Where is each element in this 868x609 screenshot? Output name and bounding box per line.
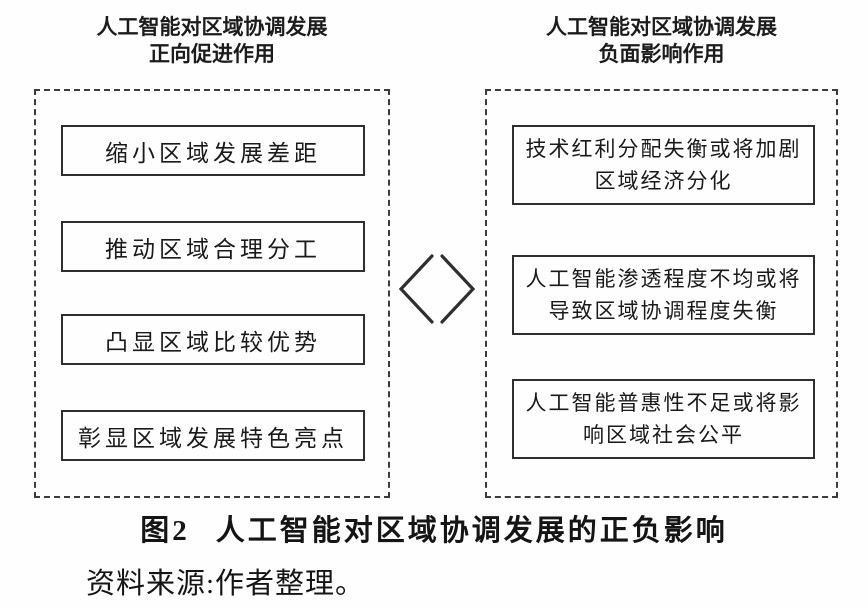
negative-item-line2: 区域经济分化: [594, 169, 733, 193]
negative-panel: 技术红利分配失衡或将加剧 区域经济分化 人工智能渗透程度不均或将 导致区域协调程…: [485, 89, 838, 498]
negative-item-line2: 响区域社会公平: [583, 423, 744, 447]
figure-caption-label: 图2: [140, 515, 190, 547]
source-note: 资料来源:作者整理。: [86, 568, 366, 600]
positive-item-box: 凸显区域比较优势: [61, 314, 365, 365]
negative-panel-title: 人工智能对区域协调发展 负面影响作用: [485, 14, 838, 68]
negative-item-box: 人工智能普惠性不足或将影 响区域社会公平: [512, 379, 815, 459]
positive-panel-title: 人工智能对区域协调发展 正向促进作用: [34, 14, 390, 68]
positive-item-label: 彰显区域发展特色亮点: [78, 425, 348, 451]
figure-caption: 图2 人工智能对区域协调发展的正负影响: [0, 507, 868, 549]
negative-item-label: 技术红利分配失衡或将加剧 区域经济分化: [526, 133, 802, 197]
positive-panel-title-line2: 正向促进作用: [149, 43, 275, 66]
negative-item-line1: 技术红利分配失衡或将加剧: [525, 137, 802, 161]
negative-panel-title-line1: 人工智能对区域协调发展: [546, 16, 777, 39]
negative-item-box: 人工智能渗透程度不均或将 导致区域协调程度失衡: [512, 255, 815, 335]
negative-item-label: 人工智能渗透程度不均或将 导致区域协调程度失衡: [526, 263, 802, 327]
positive-item-label: 推动区域合理分工: [105, 236, 321, 262]
opposing-angle-brackets-icon: [398, 254, 476, 324]
positive-item-box: 推动区域合理分工: [61, 221, 365, 272]
negative-item-label: 人工智能普惠性不足或将影 响区域社会公平: [526, 387, 802, 451]
positive-item-label: 缩小区域发展差距: [105, 140, 321, 166]
positive-item-box: 缩小区域发展差距: [61, 125, 365, 176]
positive-panel-title-line1: 人工智能对区域协调发展: [96, 16, 328, 39]
figure-caption-text: 人工智能对区域协调发展的正负影响: [215, 515, 728, 547]
positive-panel: 缩小区域发展差距 推动区域合理分工 凸显区域比较优势 彰显区域发展特色亮点: [34, 89, 390, 498]
negative-item-box: 技术红利分配失衡或将加剧 区域经济分化: [512, 125, 815, 205]
negative-item-line2: 导致区域协调程度失衡: [548, 299, 779, 323]
positive-item-box: 彰显区域发展特色亮点: [61, 410, 365, 461]
negative-item-line1: 人工智能渗透程度不均或将: [525, 267, 802, 291]
positive-item-label: 凸显区域比较优势: [105, 329, 321, 355]
negative-item-line1: 人工智能普惠性不足或将影: [525, 391, 802, 415]
negative-panel-title-line2: 负面影响作用: [598, 43, 725, 66]
